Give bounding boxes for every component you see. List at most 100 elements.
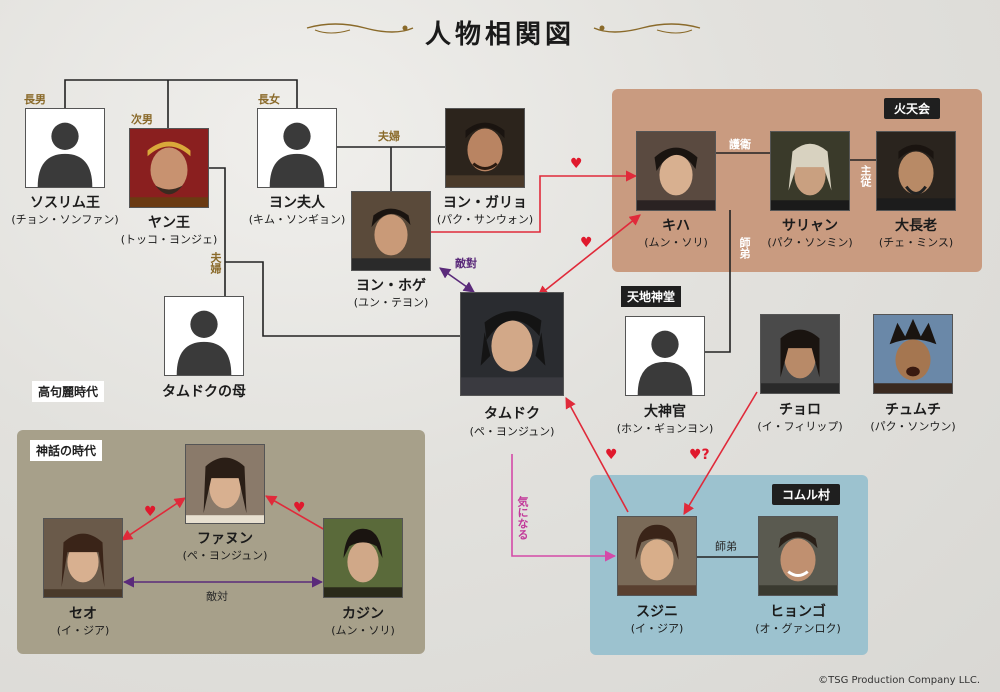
- name-suzini: スジニ: [636, 604, 678, 620]
- region-label-goguryeo: 高句麗時代: [32, 381, 105, 402]
- heart-icon: ♥: [580, 235, 593, 251]
- page-title: 人物相関図: [424, 20, 575, 50]
- actor-hyongo: (オ・グァンロク): [755, 622, 841, 635]
- photo-sosurimu: [25, 108, 105, 188]
- actor-yongario: (パク・サンウォン): [436, 213, 534, 226]
- name-yan: ヤン王: [148, 215, 190, 231]
- photo-suzini: [617, 516, 697, 596]
- heart-icon: ♥: [144, 504, 157, 520]
- photo-tamdoku-mother: [164, 296, 244, 376]
- name-tamdoku-mother: タムドクの母: [162, 384, 246, 400]
- actor-daichoro: (チェ・ミンス): [878, 236, 954, 249]
- rival-line-hoge-tamdoku: [439, 267, 475, 293]
- love-line-kiha-tamdoku: [537, 214, 641, 297]
- copyright: ©TSG Production Company LLC.: [818, 675, 980, 686]
- portrait-icon: [771, 132, 849, 210]
- portrait-icon: [44, 519, 122, 597]
- relation-fuufu-yan: 夫婦: [209, 252, 222, 274]
- love-line-suzini-tamdoku: [565, 397, 629, 513]
- actor-chooro: (イ・フィリップ): [757, 420, 843, 433]
- photo-yongario: [445, 108, 525, 188]
- photo-seo: [43, 518, 123, 598]
- portrait-icon: [461, 293, 563, 395]
- title-flourish-left: [305, 20, 415, 40]
- heart-icon: ♥: [293, 500, 306, 516]
- actor-sariyan: (パク・ソンミン): [767, 236, 853, 249]
- name-yonfujin: ヨン夫人: [269, 195, 325, 211]
- portrait-icon: [130, 129, 208, 207]
- heart-icon: ♥: [570, 156, 583, 172]
- relation-shuju: 主従: [859, 165, 872, 187]
- photo-fanun: [185, 444, 265, 524]
- disciple-line-daishinkan: [705, 210, 731, 353]
- name-chooro: チョロ: [779, 402, 821, 418]
- actor-fanun: (ペ・ヨンジュン): [182, 549, 268, 562]
- photo-yan: [129, 128, 209, 208]
- marriage-line-yan: [209, 167, 226, 296]
- crush-line-tamdoku-suzini: [511, 454, 617, 562]
- relation-kininaru: 気になる: [516, 496, 529, 540]
- actor-seo: (イ・ジア): [56, 624, 110, 637]
- relation-choujo: 長女: [258, 93, 280, 106]
- actor-chumuchi: (パク・ソンウン): [870, 420, 956, 433]
- photo-chooro: [760, 314, 840, 394]
- photo-chumuchi: [873, 314, 953, 394]
- region-label-myth: 神話の時代: [30, 440, 103, 461]
- name-kiha: キハ: [662, 218, 690, 234]
- portrait-icon: [618, 517, 696, 595]
- portrait-icon: [186, 445, 264, 523]
- region-label-komul: コムル村: [772, 484, 841, 505]
- photo-daishinkan: [625, 316, 705, 396]
- relation-tekitai-myth: 敵対: [206, 590, 228, 603]
- name-kajin: カジン: [342, 606, 384, 622]
- name-yongario: ヨン・ガリョ: [443, 195, 527, 211]
- person-silhouette-icon: [37, 122, 93, 187]
- portrait-icon: [446, 109, 524, 187]
- portrait-icon: [759, 517, 837, 595]
- name-fanun: ファヌン: [197, 531, 253, 547]
- portrait-icon: [637, 132, 715, 210]
- love-line-chooro-suzini: [683, 391, 758, 515]
- name-hyongo: ヒョンゴ: [770, 604, 826, 620]
- portrait-icon: [877, 132, 955, 210]
- actor-sosurimu: (チョン・ソンファン): [11, 213, 119, 226]
- portrait-icon: [761, 315, 839, 393]
- family-line-top: [64, 79, 298, 108]
- title-flourish-right: [592, 20, 702, 40]
- photo-tamdoku: [460, 292, 564, 396]
- photo-sariyan: [770, 131, 850, 211]
- name-tamdoku: タムドク: [484, 406, 540, 422]
- heart-question-icon: ♥?: [689, 447, 710, 463]
- person-silhouette-icon: [637, 330, 693, 395]
- actor-kiha: (ムン・ソリ): [644, 236, 708, 249]
- parent-line-tamdoku: [225, 261, 460, 337]
- portrait-icon: [874, 315, 952, 393]
- region-label-tianji: 天地神堂: [621, 286, 682, 307]
- photo-kajin: [323, 518, 403, 598]
- love-line-kajin-fanun: [265, 495, 326, 531]
- portrait-icon: [324, 519, 402, 597]
- love-line-hoge-kiha: [430, 170, 638, 233]
- photo-kiha: [636, 131, 716, 211]
- name-chumuchi: チュムチ: [885, 402, 941, 418]
- heart-icon: ♥: [605, 447, 618, 463]
- person-silhouette-icon: [269, 122, 325, 187]
- photo-hyongo: [758, 516, 838, 596]
- name-sosurimu: ソスリム王: [30, 195, 100, 211]
- name-seo: セオ: [69, 606, 97, 622]
- actor-suzini: (イ・ジア): [630, 622, 684, 635]
- relation-chonan: 長男: [24, 93, 46, 106]
- photo-yonfujin: [257, 108, 337, 188]
- name-yonhoge: ヨン・ホゲ: [356, 278, 426, 294]
- name-daishinkan: 大神官: [644, 404, 686, 420]
- region-label-kahwa: 火天会: [884, 98, 941, 119]
- actor-daishinkan: (ホン・ギョンヨン): [616, 422, 714, 435]
- relation-goei: 護衛: [729, 138, 751, 151]
- actor-kajin: (ムン・ソリ): [331, 624, 395, 637]
- photo-yonhoge: [351, 191, 431, 271]
- actor-yan: (トッコ・ヨンジェ): [120, 233, 218, 246]
- photo-daichoro: [876, 131, 956, 211]
- actor-yonhoge: (ユン・テヨン): [353, 296, 429, 309]
